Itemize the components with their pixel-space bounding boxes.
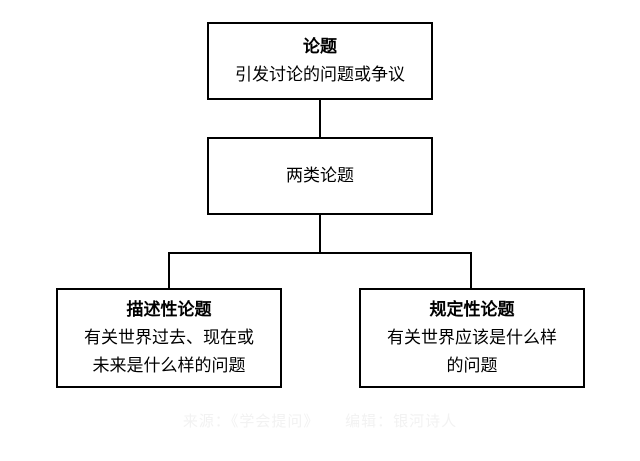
topic-node: 论题 引发讨论的问题或争议 bbox=[207, 22, 433, 100]
topic-definition: 引发讨论的问题或争议 bbox=[235, 65, 405, 85]
prescriptive-topic-line1: 有关世界应该是什么样 bbox=[387, 328, 557, 348]
two-types-node: 两类论题 bbox=[207, 137, 433, 215]
prescriptive-topic-line2: 的问题 bbox=[446, 356, 498, 376]
descriptive-topic-line2: 未来是什么样的问题 bbox=[92, 356, 246, 376]
descriptive-topic-title: 描述性论题 bbox=[126, 300, 212, 320]
topic-title: 论题 bbox=[303, 37, 337, 57]
prescriptive-topic-title: 规定性论题 bbox=[429, 300, 515, 320]
descriptive-topic-node: 描述性论题 有关世界过去、现在或 未来是什么样的问题 bbox=[56, 288, 282, 388]
two-types-title: 两类论题 bbox=[286, 166, 354, 186]
descriptive-topic-line1: 有关世界过去、现在或 bbox=[84, 328, 254, 348]
watermark: 来源：《学会提问》 编辑：银河诗人 bbox=[0, 410, 640, 431]
watermark-source: 来源：《学会提问》 bbox=[182, 412, 320, 430]
prescriptive-topic-node: 规定性论题 有关世界应该是什么样 的问题 bbox=[359, 288, 585, 388]
watermark-editor: 编辑：银河诗人 bbox=[345, 412, 458, 430]
